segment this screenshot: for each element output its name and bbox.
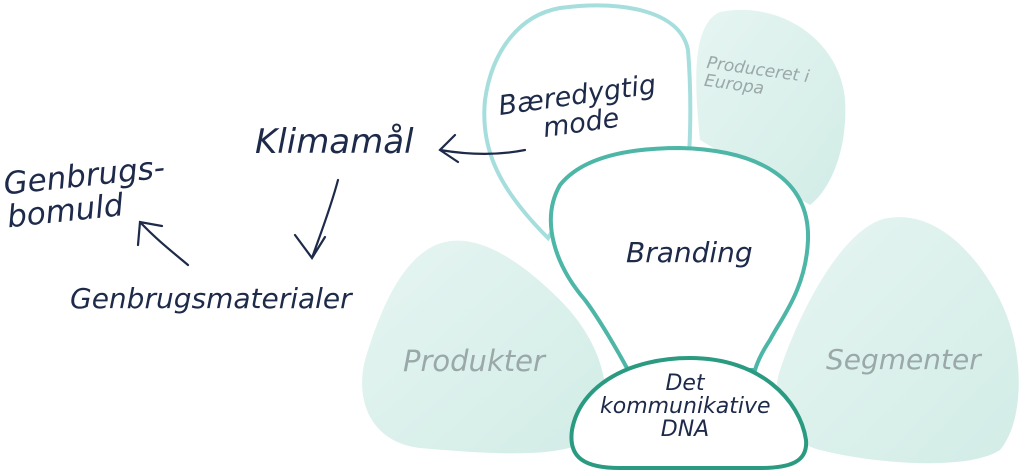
- segmenter-shape: [776, 217, 1019, 464]
- arrow-genbrugsmaterialer-to-bomuld: [136, 220, 190, 267]
- arrow-klimamaal-to-genbrugsmaterialer: [293, 178, 340, 260]
- arrows: [136, 133, 527, 267]
- concept-klimamaal: Klimamål: [255, 122, 414, 162]
- node-branding: Branding: [626, 236, 753, 269]
- node-segmenter: Segmenter: [826, 343, 981, 376]
- produkter-shape: [362, 240, 606, 454]
- dna-shape: [569, 355, 809, 470]
- node-produkter: Produkter: [403, 344, 545, 378]
- concept-genbrugsmaterialer: Genbrugsmaterialer: [70, 282, 352, 315]
- dna-line3: DNA: [660, 417, 710, 443]
- dna-line1: Det: [665, 371, 705, 396]
- arrow-baeredygtig-to-klimamaal: [438, 133, 527, 164]
- dna-line2: kommunikative: [600, 394, 771, 420]
